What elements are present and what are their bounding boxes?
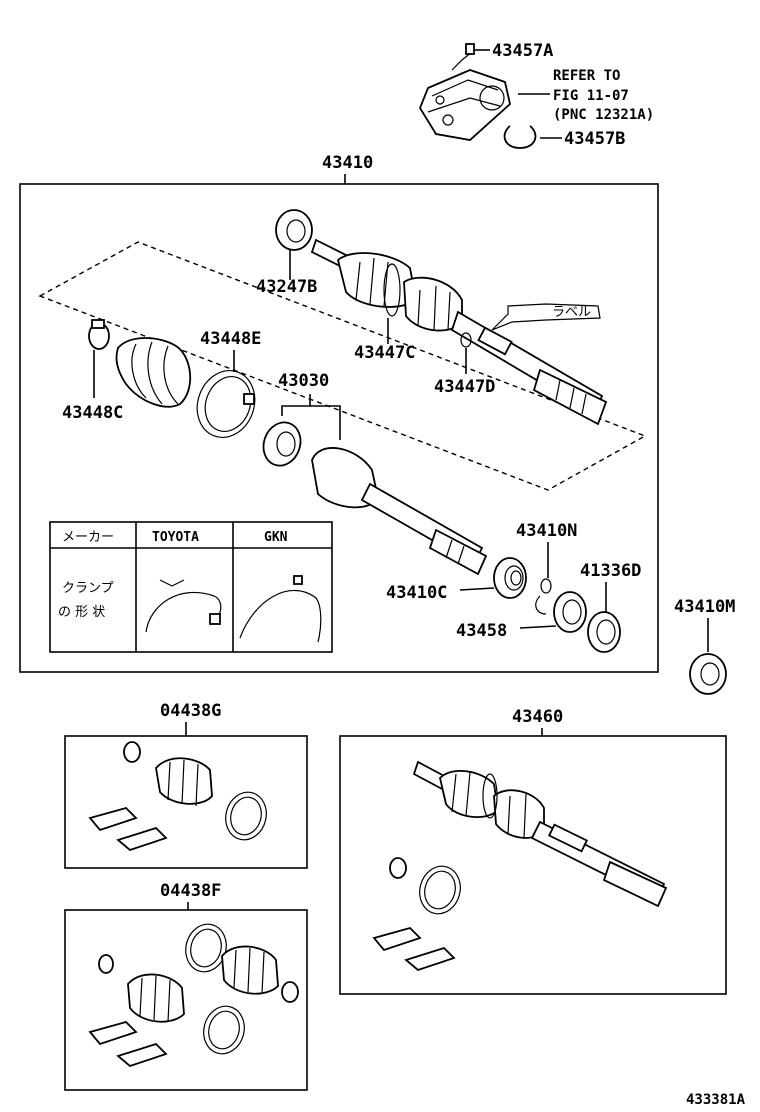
kit-04438F-parts [88,923,299,1068]
assembly-43410-box [19,183,659,673]
clamp-shape-table: メーカー TOYOTA GKN クランプ の 形 状 [49,521,333,653]
label-43410: 43410 [322,153,373,173]
boot-clamp-43447D [460,332,472,348]
label-43460: 43460 [512,707,563,727]
kit-04438G-parts [88,741,267,852]
gkn-clamp-shape [239,589,322,643]
label-43448C: 43448C [62,403,123,423]
label-43410M: 43410M [674,597,735,617]
inner-shaft [311,447,488,576]
dust-seal-43247B [275,209,313,251]
figure-id: 433381A [686,1092,746,1108]
boot-clamp-43448C [88,319,110,350]
label-43457A: 43457A [492,41,553,61]
label-43447C: 43447C [354,343,415,363]
label-43410N: 43410N [516,521,577,541]
label-43458: 43458 [456,621,507,641]
label-43457B: 43457B [564,129,625,149]
snap-ring-43457B [503,125,537,149]
refer-line-1: REFER TO [553,68,620,84]
table-header-maker: メーカー [62,530,114,545]
table-header-gkn: GKN [264,530,288,545]
label-43447D: 43447D [434,377,495,397]
label-43247B: 43247B [256,277,317,297]
snap-ring-43410N [540,578,552,594]
seal-41336D [587,611,621,653]
retainer-ring [262,421,302,467]
bearing-bracket [418,43,511,141]
label-43410C: 43410C [386,583,447,603]
drive-shaft-43460 [372,760,668,972]
label-43030: 43030 [278,371,329,391]
table-header-toyota: TOYOTA [152,530,199,545]
dust-deflector-43458 [553,591,587,633]
cir-clip [535,595,547,615]
drive-shaft-assembly [310,238,608,426]
bearing-43410C [493,557,527,599]
boot-inner [115,337,192,408]
label-jp-tag: ラベル [552,305,591,320]
kit-04438G-box [64,735,308,869]
label-04438G: 04438G [160,701,221,721]
toyota-clamp-shape [145,591,222,633]
boot-clamp-43448E [196,370,256,438]
boot-kit-outline [38,241,647,491]
table-row-label-1: クランプ [62,581,114,596]
label-04438F: 04438F [160,881,221,901]
label-43448E: 43448E [200,329,261,349]
refer-line-2: FIG 11-07 [553,88,629,104]
assembly-43460-box [339,735,727,995]
boot-clamp-43447C [383,263,401,317]
seal-43410M [689,653,727,695]
table-row-label-2: の 形 状 [58,605,105,620]
refer-line-3: (PNC 12321A) [553,107,654,123]
kit-04438F-box [64,909,308,1091]
label-41336D: 41336D [580,561,641,581]
